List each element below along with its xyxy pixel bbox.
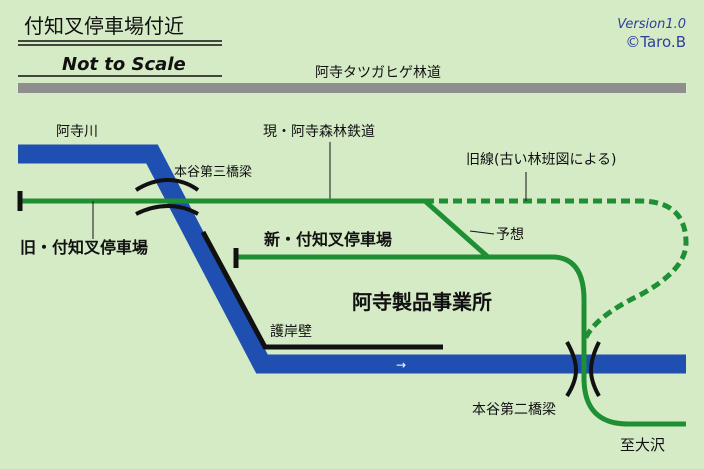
factory-label: 阿寺製品事業所 xyxy=(352,290,492,314)
expected-label: 予想 xyxy=(496,227,524,243)
bridge-3-upper-rail xyxy=(134,177,200,192)
bridge-2-right-rail xyxy=(588,341,601,397)
credit-label: ©Taro.B xyxy=(625,33,686,51)
version-label: Version1.0 xyxy=(617,17,686,32)
forest-road-label: 阿寺タツガヒゲ林道 xyxy=(315,65,441,81)
new-station-siding xyxy=(236,254,686,427)
old-line xyxy=(425,198,689,343)
map-title: 付知叉停車場付近 xyxy=(24,14,184,38)
scale-note: Not to Scale xyxy=(62,54,186,75)
new-station-label: 新・付知叉停車場 xyxy=(264,230,392,249)
bridge-3-lower-rail xyxy=(135,203,199,216)
seawall-label: 護岸壁 xyxy=(270,324,312,340)
bridge-2-label: 本谷第二橋梁 xyxy=(472,401,556,418)
old-station-label: 旧・付知叉停車場 xyxy=(20,238,148,257)
bridge-2-left-rail xyxy=(565,341,579,398)
forest-road xyxy=(18,83,686,93)
river-label: 阿寺川 xyxy=(56,124,98,140)
to-osawa-label: 至大沢 xyxy=(620,436,665,454)
bridge-3-label: 本谷第三橋梁 xyxy=(174,165,252,180)
expected-leader xyxy=(469,230,495,235)
current-railway-label: 現・阿寺森林鉄道 xyxy=(263,124,375,140)
river xyxy=(18,144,686,374)
old-line-label: 旧線(古い林班図による) xyxy=(466,152,617,168)
flow-direction-arrow: → xyxy=(396,358,406,372)
seawall xyxy=(200,230,443,350)
